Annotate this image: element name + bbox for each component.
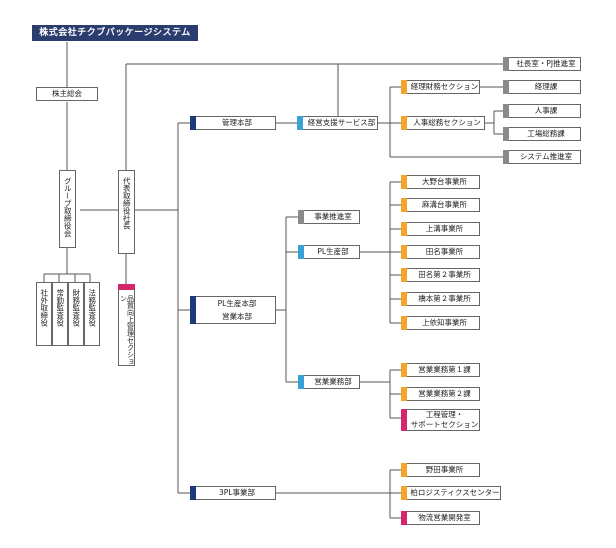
factory-general-box: 工場総務課: [503, 127, 581, 141]
auditor-label: 常勤監査役: [55, 289, 65, 327]
sales-dept-box: 営業業務部: [298, 375, 360, 389]
plant-label: 上依知事業所: [422, 318, 467, 328]
auditor-label: 社外取締役: [39, 289, 49, 327]
business-promo-office-box: 事業推進室: [298, 210, 360, 224]
sales-dept-label: 営業業務部: [314, 377, 352, 387]
president-office-box: 社長室・PJ推進室: [503, 57, 581, 71]
plant-box: 麻溝台事業所: [401, 198, 480, 212]
management-hq-box: 管理本部: [190, 116, 276, 130]
process-line1-label: 工程管理・: [425, 410, 464, 419]
three-pl-unit-box: 物流営業開発室: [401, 511, 480, 525]
hr-general-label: 人事総務セクション: [413, 118, 481, 128]
accounting-finance-label: 経理財務セクション: [410, 82, 479, 92]
auditor-box: 常勤監査役: [52, 282, 68, 346]
three-pl-unit-box: 柏ロジスティクスセンター: [401, 486, 501, 500]
business-promo-label: 事業推進室: [314, 212, 352, 222]
management-hq-label: 管理本部: [222, 118, 252, 128]
accounting-box: 経理課: [503, 80, 581, 94]
process-line2-label: サポートセクション: [410, 420, 479, 429]
plant-label: 麻溝台事業所: [422, 200, 467, 210]
hr-box: 人事課: [503, 104, 581, 118]
representative-label: 代表取締役社長: [122, 177, 132, 230]
accounting-finance-section-box: 経理財務セクション: [401, 80, 480, 94]
hr-general-section-box: 人事総務セクション: [401, 116, 485, 130]
three-pl-unit-box: 野田事業所: [401, 463, 480, 477]
plant-box: 上依知事業所: [401, 316, 480, 330]
system-promo-box: システム推進室: [503, 150, 581, 164]
pl-production-dept-box: PL生産部: [298, 245, 360, 259]
plant-label: 田名第２事業所: [418, 270, 471, 280]
factory-general-label: 工場総務課: [527, 129, 565, 139]
auditor-label: 財務監査役: [71, 289, 81, 327]
sales-section-label: 営業業務第１課: [418, 365, 471, 375]
sales-section-label: 営業業務第２課: [418, 389, 471, 399]
sales-section-box: 営業業務第１課: [401, 363, 480, 377]
group-board-label: グループ取締役会: [63, 177, 73, 237]
shareholders-meeting-box: 株主総会: [36, 87, 98, 101]
auditor-box: 社外取締役: [36, 282, 52, 346]
hr-label: 人事課: [534, 106, 558, 116]
pl-production-label: PL生産部: [317, 247, 349, 257]
three-pl-hq-box: 3PL事業部: [190, 486, 276, 500]
auditor-label: 法務監査役: [87, 289, 97, 327]
president-office-label: 社長室・PJ推進室: [516, 59, 576, 69]
process-support-section-box: 工程管理・ サポートセクション: [401, 409, 480, 431]
plant-box: 大野台事業所: [401, 175, 480, 189]
plant-label: 上溝事業所: [425, 224, 464, 234]
pl-sales-hq-box: PL生産本部 営業本部: [190, 296, 276, 324]
three-pl-unit-label: 野田事業所: [425, 465, 464, 475]
three-pl-label: 3PL事業部: [219, 488, 255, 498]
group-board-box: グループ取締役会: [59, 170, 76, 248]
business-support-dept-box: 経営支援サービス部: [297, 116, 378, 130]
business-support-label: 経営支援サービス部: [307, 118, 376, 128]
three-pl-unit-label: 柏ロジスティクスセンター: [410, 488, 500, 498]
system-promo-label: システム推進室: [519, 152, 573, 162]
plant-label: 橋本第２事業所: [418, 294, 471, 304]
plant-box: 田名事業所: [401, 245, 480, 259]
three-pl-unit-label: 物流営業開発室: [418, 513, 471, 523]
plant-label: 大野台事業所: [422, 177, 467, 187]
auditor-box: 財務監査役: [68, 282, 84, 346]
representative-box: 代表取締役社長: [118, 170, 135, 254]
sales-hq-label: 営業本部: [222, 312, 252, 321]
sales-section-box: 営業業務第２課: [401, 387, 480, 401]
plant-box: 橋本第２事業所: [401, 292, 480, 306]
shareholders-label: 株主総会: [52, 89, 82, 99]
plant-box: 田名第２事業所: [401, 268, 480, 282]
auditor-box: 法務監査役: [84, 282, 100, 346]
pl-production-hq-label: PL生産本部: [217, 299, 257, 308]
accounting-label: 経理課: [534, 82, 558, 92]
plant-label: 田名事業所: [425, 247, 464, 257]
plant-box: 上溝事業所: [401, 222, 480, 236]
company-title: 株式会社チクブパッケージシステム: [32, 25, 198, 41]
quality-section-box: 品質向上管理セクション: [118, 284, 135, 366]
quality-section-label: 品質向上管理セクション: [119, 295, 135, 365]
